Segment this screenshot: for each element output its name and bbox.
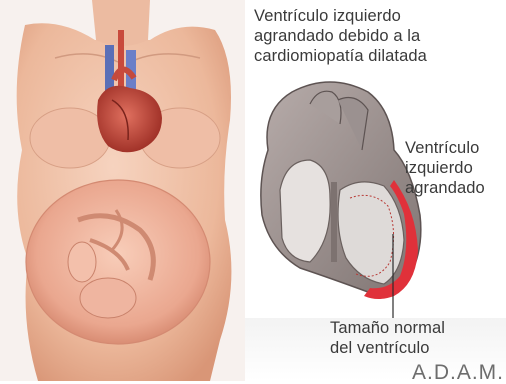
uterus-with-fetus bbox=[26, 180, 210, 344]
figure-title: Ventrículo izquierdo agrandado debido a … bbox=[254, 6, 504, 66]
label-normal-ventricle-size: Tamaño normal del ventrículo bbox=[330, 318, 500, 358]
heart-cross-section bbox=[261, 82, 421, 299]
label-enlarged-left-ventricle: Ventrículo izquierdo agrandado bbox=[405, 138, 505, 198]
